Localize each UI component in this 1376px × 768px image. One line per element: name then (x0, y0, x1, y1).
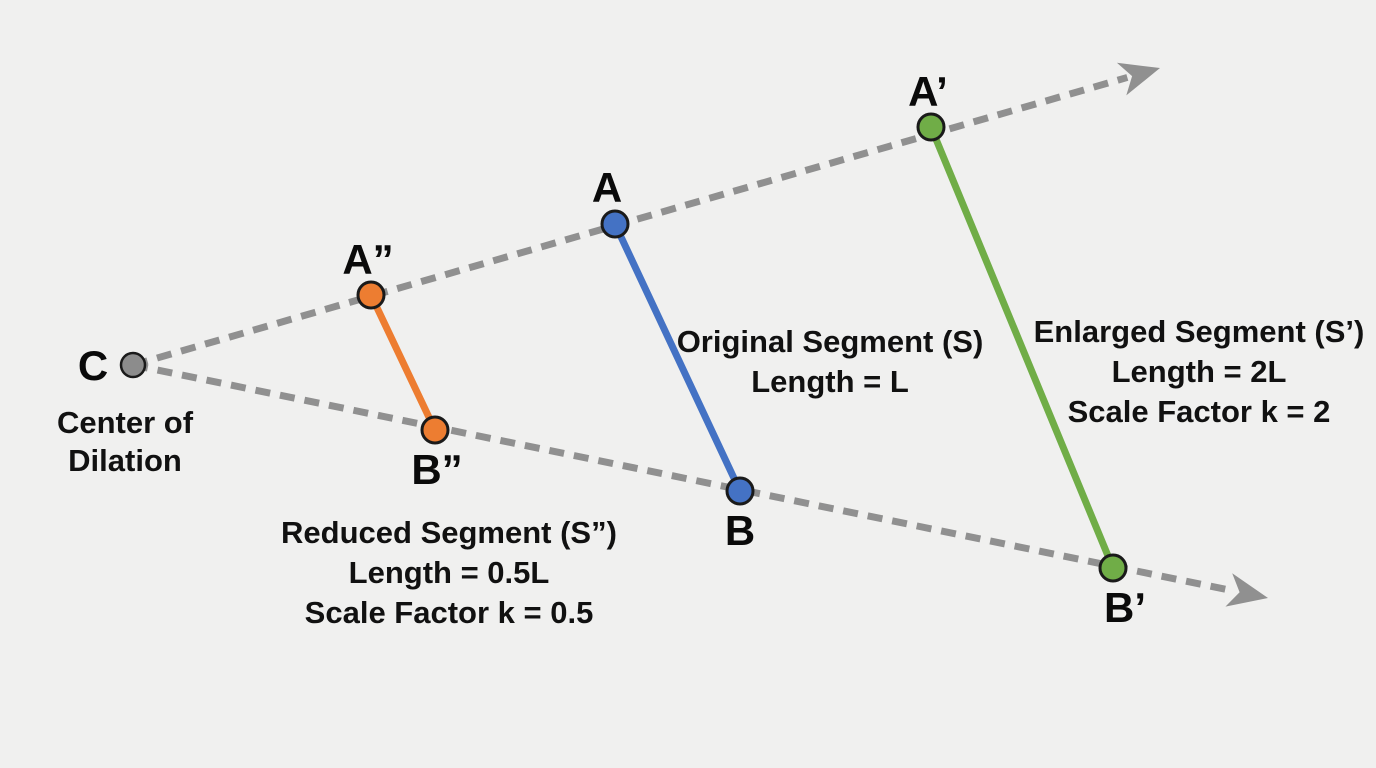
point-B-label: B (725, 507, 755, 554)
vertex-dots (119, 112, 1128, 583)
caption-center-of-dilation: Center of Dilation (57, 405, 194, 478)
ray-through-A (132, 74, 1129, 369)
original-caption-line-1: Original Segment (S) (677, 324, 984, 359)
point-C-label: C (78, 342, 108, 389)
dilation-rays (132, 62, 1268, 607)
point-B2-dot[interactable] (420, 415, 450, 445)
caption-original-segment: Original Segment (S) Length = L (677, 324, 984, 399)
point-B-dot[interactable] (725, 476, 755, 506)
segments (367, 123, 1117, 572)
point-A1-label: A’ (908, 68, 948, 115)
point-A-dot[interactable] (600, 209, 630, 239)
enlarged-segment (927, 123, 1117, 572)
point-A2-dot[interactable] (356, 280, 386, 310)
reduced-caption-line-1: Reduced Segment (S”) (281, 515, 617, 550)
original-segment (611, 220, 744, 495)
point-A2-label: A” (342, 236, 393, 283)
reduced-caption-line-2: Length = 0.5L (349, 555, 550, 590)
point-A1-dot[interactable] (916, 112, 946, 142)
point-C-dot[interactable] (119, 351, 147, 379)
center-caption-line-2: Dilation (68, 443, 182, 478)
caption-enlarged-segment: Enlarged Segment (S’) Length = 2L Scale … (1034, 314, 1365, 429)
point-A-label: A (592, 164, 622, 211)
reduced-segment (367, 291, 439, 434)
enlarged-caption-line-2: Length = 2L (1112, 354, 1287, 389)
point-labels: C A B A’ B’ A” B” (78, 68, 1146, 631)
ray-through-B-arrowhead (1225, 573, 1268, 607)
point-B1-dot[interactable] (1098, 553, 1128, 583)
ray-through-B (132, 361, 1236, 595)
enlarged-caption-line-1: Enlarged Segment (S’) (1034, 314, 1365, 349)
point-B2-label: B” (411, 446, 462, 493)
enlarged-caption-line-3: Scale Factor k = 2 (1068, 394, 1331, 429)
ray-through-A-arrowhead (1116, 62, 1160, 96)
reduced-caption-line-3: Scale Factor k = 0.5 (305, 595, 594, 630)
point-B1-label: B’ (1104, 584, 1146, 631)
original-caption-line-2: Length = L (751, 364, 909, 399)
center-caption-line-1: Center of (57, 405, 194, 440)
caption-reduced-segment: Reduced Segment (S”) Length = 0.5L Scale… (281, 515, 617, 630)
